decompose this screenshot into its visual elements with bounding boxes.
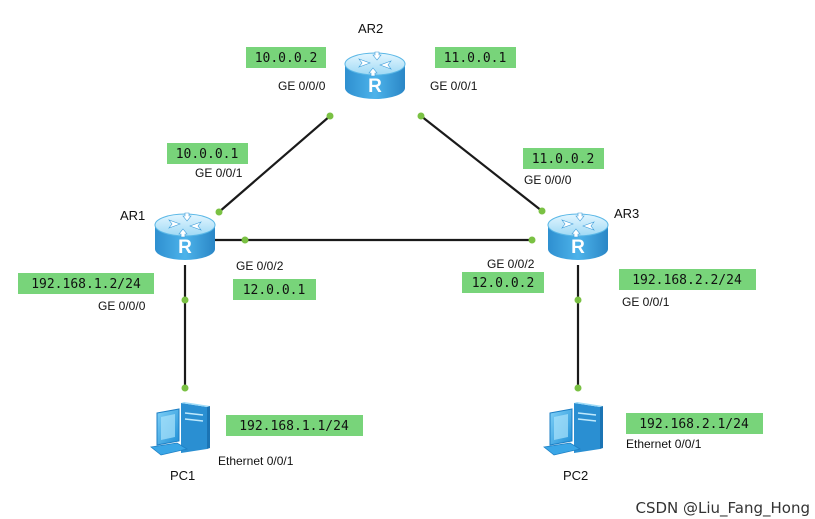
ip-box-ar3-g002: 12.0.0.2 bbox=[462, 272, 544, 293]
port-dot-ar1-g001 bbox=[215, 208, 223, 216]
port-label-pc2: Ethernet 0/0/1 bbox=[626, 437, 702, 451]
router-glyph: R bbox=[368, 76, 382, 97]
port-label-pc1: Ethernet 0/0/1 bbox=[218, 454, 294, 468]
port-dot-ar2-g000 bbox=[326, 112, 334, 120]
device-label-pc2: PC2 bbox=[563, 468, 588, 483]
port-label-ar1-g000: GE 0/0/0 bbox=[98, 299, 146, 313]
device-label-ar3: AR3 bbox=[614, 206, 639, 221]
port-dot-ar1-g000 bbox=[181, 296, 189, 304]
port-label-ar3-g002: GE 0/0/2 bbox=[487, 257, 535, 271]
ip-address: 10.0.0.1 bbox=[176, 147, 239, 162]
port-label-ar1-g001: GE 0/0/1 bbox=[195, 166, 243, 180]
pc-pc2[interactable] bbox=[543, 401, 604, 456]
link-ar2-ar3 bbox=[420, 115, 543, 212]
port-dot-ar3-g000 bbox=[538, 207, 546, 215]
ip-box-ar1-g000: 192.168.1.2/24 bbox=[18, 273, 154, 294]
port-dot-ar3-g001 bbox=[574, 296, 582, 304]
watermark: CSDN @Liu_Fang_Hong bbox=[635, 499, 810, 518]
ip-address: 11.0.0.2 bbox=[532, 152, 595, 167]
port-label-ar2-g001: GE 0/0/1 bbox=[430, 79, 478, 93]
ip-box-ar2-g000: 10.0.0.2 bbox=[246, 47, 326, 68]
port-label-ar3-g001: GE 0/0/1 bbox=[622, 295, 670, 309]
router-ar3[interactable]: R bbox=[547, 212, 609, 261]
ip-address: 192.168.2.1/24 bbox=[639, 417, 749, 432]
ip-address: 192.168.1.1/24 bbox=[239, 419, 349, 434]
port-dot-pc2 bbox=[574, 384, 582, 392]
device-label-ar1: AR1 bbox=[120, 208, 145, 223]
port-dot-ar3-g002 bbox=[528, 236, 536, 244]
router-ar1[interactable]: R bbox=[154, 212, 216, 261]
ip-box-pc2: 192.168.2.1/24 bbox=[626, 413, 763, 434]
port-dot-ar1-g002 bbox=[241, 236, 249, 244]
port-dot-pc1 bbox=[181, 384, 189, 392]
ip-box-ar3-g001: 192.168.2.2/24 bbox=[619, 269, 756, 290]
ip-address: 192.168.1.2/24 bbox=[31, 277, 141, 292]
router-ar2[interactable]: R bbox=[344, 51, 406, 100]
ip-box-ar2-g001: 11.0.0.1 bbox=[435, 47, 516, 68]
pc-icon bbox=[150, 401, 211, 456]
router-glyph: R bbox=[571, 237, 585, 258]
ip-box-ar1-g001: 10.0.0.1 bbox=[167, 143, 248, 164]
port-label-ar3-g000: GE 0/0/0 bbox=[524, 173, 572, 187]
ip-address: 12.0.0.2 bbox=[472, 276, 535, 291]
ip-address: 192.168.2.2/24 bbox=[632, 273, 742, 288]
device-label-pc1: PC1 bbox=[170, 468, 195, 483]
device-label-ar2: AR2 bbox=[358, 21, 383, 36]
pc-pc1[interactable] bbox=[150, 401, 211, 456]
ip-address: 12.0.0.1 bbox=[243, 283, 306, 298]
link-ar1-ar2 bbox=[218, 115, 331, 213]
port-label-ar1-g002: GE 0/0/2 bbox=[236, 259, 284, 273]
ip-box-ar1-g002: 12.0.0.1 bbox=[233, 279, 316, 300]
ip-box-ar3-g000: 11.0.0.2 bbox=[523, 148, 604, 169]
port-label-ar2-g000: GE 0/0/0 bbox=[278, 79, 326, 93]
ip-address: 11.0.0.1 bbox=[444, 51, 507, 66]
port-dot-ar2-g001 bbox=[417, 112, 425, 120]
pc-icon bbox=[543, 401, 604, 456]
ip-address: 10.0.0.2 bbox=[255, 51, 318, 66]
router-glyph: R bbox=[178, 237, 192, 258]
ip-box-pc1: 192.168.1.1/24 bbox=[226, 415, 363, 436]
